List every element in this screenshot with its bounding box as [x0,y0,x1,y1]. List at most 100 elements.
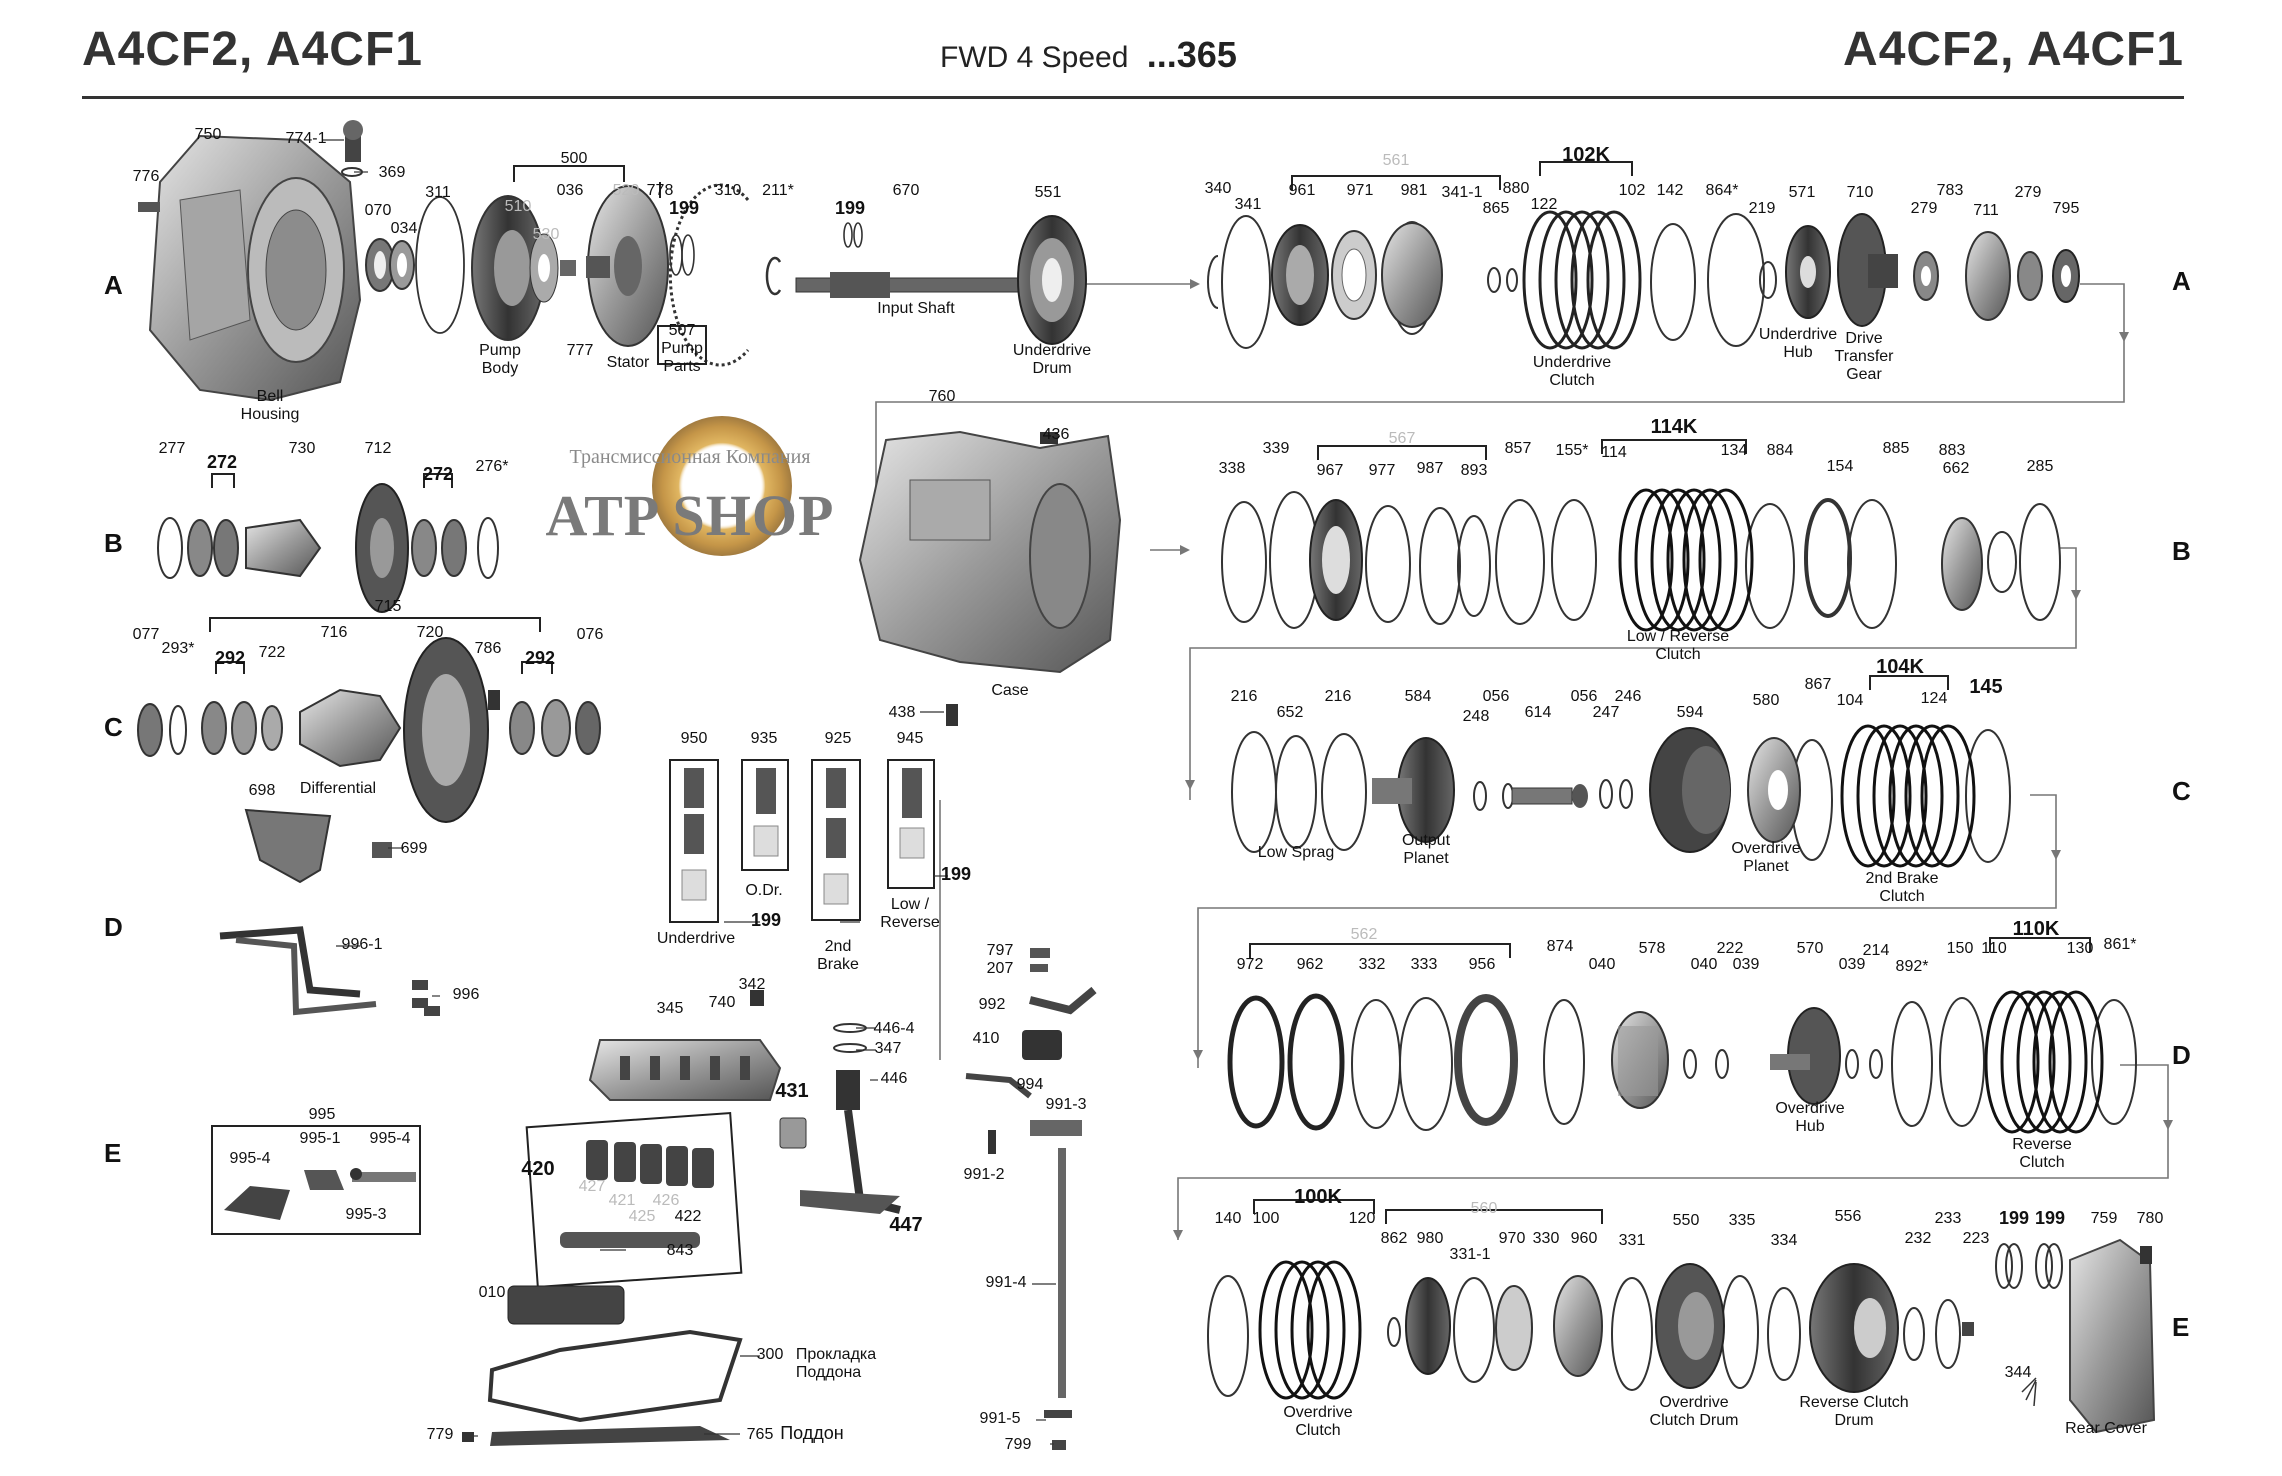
transfer-shaft-assembly [157,483,499,613]
row-a-rings [1207,213,1777,349]
part-number: 722 [258,644,286,661]
input-shaft-drawing [795,272,1057,298]
part-number: 134 [1720,442,1748,459]
part-number: 961 [1288,182,1316,199]
part-number: 447 [889,1214,923,1236]
part-number: 995-4 [369,1130,411,1147]
header-subtitle-text: FWD 4 Speed [940,41,1129,74]
part-number: 292 [524,648,556,668]
caption-input-shaft: Input Shaft [877,300,955,317]
part-number: 652 [1276,704,1304,721]
part-number: 311 [425,184,451,201]
retainer-960 [1553,1275,1603,1377]
part-number: 710 [1846,184,1874,201]
pump-gears-drawing [529,233,559,303]
parking-box-995 [211,1125,421,1235]
part-number: 427 [578,1178,606,1195]
part-number: 333 [1410,956,1438,973]
part-number: 972 [1236,956,1264,973]
part-number: 560 [1470,1200,1498,1217]
part-number: 154 [1826,458,1854,475]
part-number: 341-1 [1441,184,1483,201]
part-number: 310 [714,182,742,199]
caption-underdrive-drum: Underdrive Drum [1012,342,1092,377]
part-number: 945 [896,730,924,747]
part-number: 562 [1350,926,1378,943]
harness-446 [800,1070,901,1214]
part-number: 130 [2066,940,2094,957]
overdrive-clutch-drum-drawing [1655,1263,1725,1389]
bearing-795 [2052,249,2080,303]
plate-956 [1454,994,1518,1126]
row-d-rings [1351,997,2137,1131]
caption-overdrive-clutch-drum: Overdrive Clutch Drum [1649,1394,1739,1429]
seal-662 [1941,517,1983,611]
part-number: 247 [1592,704,1620,721]
pan-765 [490,1426,730,1446]
caption-drive-transfer-gear: Drive Transfer Gear [1834,330,1894,383]
row-e-rings [1207,1243,2063,1397]
hub-571 [1785,225,1831,319]
part-number: 530 [532,226,560,243]
row-label-d-left: D [104,912,123,942]
part-number: 670 [892,182,920,199]
part-number: 102 [1618,182,1646,199]
part-number: 276* [475,458,509,475]
row-label-b-left: B [104,528,123,558]
part-number: 570 [1796,940,1824,957]
caption-pan-gasket: Прокладка Поддона [795,1346,877,1381]
part-number: 292 [214,648,246,668]
valve-boxes [669,759,935,923]
part-number: 991-2 [963,1166,1005,1183]
caption-low-sprag: Low Sprag [1257,844,1335,861]
shaft-614 [1511,784,1588,808]
caption-pan: Поддон [780,1423,844,1443]
row-c-rings [1231,729,2011,863]
row-label-c-left: C [104,712,123,742]
part-number: 520 [612,182,640,199]
part-number: 571 [1788,184,1816,201]
reverse-clutch-drum-drawing [1809,1263,1899,1393]
header-title-left: A4CF2, A4CF1 [82,23,423,76]
part-number: 223 [1962,1230,1990,1247]
pump-body-drawing [471,195,545,341]
bell-housing-drawing [148,134,362,402]
row-label-a-left: A [104,270,123,300]
part-number: 995-3 [345,1206,387,1223]
caption-low-reverse-clutch: Low / Reverse Clutch [1626,628,1730,663]
underdrive-drum-drawing [1017,215,1087,345]
part-number: 991-4 [985,1274,1027,1291]
caption-underdrive-solenoid: Underdrive [656,930,736,947]
caption-case: Case [991,682,1029,699]
hub-578 [1611,1011,1669,1109]
part-number: 142 [1656,182,1684,199]
part-number: 935 [750,730,778,747]
part-number: 893 [1460,462,1488,479]
part-number: 199 [1998,1208,2030,1228]
part-number: 971 [1346,182,1374,199]
part-number: 056 [1570,688,1598,705]
part-number: 594 [1676,704,1704,721]
part-number: 750 [194,126,222,143]
caption-od-solenoid: O.Dr. [745,882,783,899]
spring-971 [1331,230,1377,320]
caption-bell-housing: Bell Housing [240,388,300,423]
part-number: 114K [1650,416,1698,438]
row-label-a-right: A [2172,266,2191,296]
part-number: 991-5 [979,1410,1021,1427]
part-number: 340 [1204,180,1232,197]
caption-overdrive-clutch: Overdrive Clutch [1283,1404,1353,1439]
caption-low-reverse-solenoid: Low / Reverse [880,896,940,931]
part-number: 214 [1862,942,1890,959]
part-number: 857 [1504,440,1532,457]
part-number: 272 [206,452,238,472]
stator-drawing [586,185,669,347]
part-number: 578 [1638,940,1666,957]
header-subtitle: FWD 4 Speed ...365 [940,34,1237,76]
part-number: 040 [1690,956,1718,973]
part-number: 967 [1316,462,1344,479]
part-number: 864* [1705,182,1739,199]
clutch-pack-110k [1984,990,2104,1134]
part-number: 216 [1324,688,1352,705]
part-number: 422 [674,1208,702,1225]
